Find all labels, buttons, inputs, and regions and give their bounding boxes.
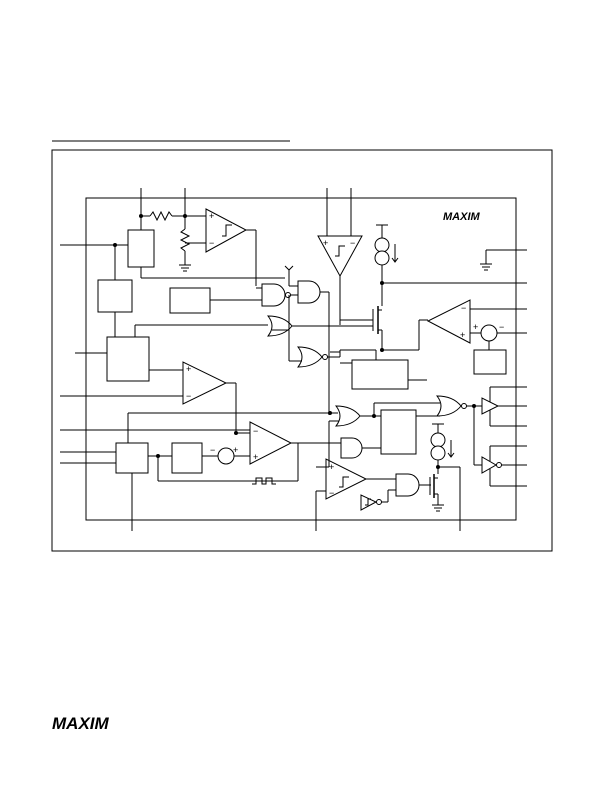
or-gate-middle-lower [296,346,323,368]
resistor-horizontal [149,210,173,222]
or-gate-bottom [334,405,361,427]
current-source-bottom-b [430,445,446,461]
block-timer [169,287,211,314]
inverter-right-bottom [481,456,498,474]
amplifier-middle [182,361,228,405]
maxim-logo-bottom: MAXIM [52,714,110,733]
comparator-right [426,299,471,344]
voltage-source-bottom [217,447,235,465]
svg-text:−: − [253,426,258,436]
ground-symbol-right [480,263,492,271]
block-control [106,336,150,382]
block-regulator [127,229,155,268]
and-gate-bottom-right [395,473,420,497]
comparator-bottom [325,458,368,500]
svg-text:+: + [209,211,214,221]
svg-text:−: − [209,238,214,248]
block-latch [351,359,409,390]
or-gate-middle-top [266,315,293,337]
and-gate-bottom [340,437,363,459]
ground-symbol [179,264,191,272]
chip-outline [85,197,517,521]
pulse-train-icon [252,477,276,485]
resistor-vertical [179,228,191,252]
oscillator-comparator [249,421,293,465]
svg-text:−: − [186,391,191,401]
block-voltage-ref-right [473,349,507,375]
maxim-logo-top: MAXIM [443,211,481,223]
figure-border [51,149,553,552]
current-source-top-a [374,237,390,253]
nor-gate-right [435,395,462,417]
and-gate-top [297,280,321,304]
ground-symbol-bottom [432,504,444,512]
svg-text:+: + [329,462,334,472]
current-source-bottom-a [430,432,446,448]
comparator-vertical [317,235,363,278]
svg-text:+: + [253,452,258,462]
svg-text:−: − [461,303,466,313]
block-flipflop [380,409,417,455]
svg-text:−: − [329,488,334,498]
block-mux [115,442,149,474]
svg-text:+: + [473,322,478,332]
block-reference [97,279,133,313]
svg-text:−: − [350,238,355,248]
svg-text:+: + [460,330,465,340]
svg-text:+: + [233,445,238,455]
svg-text:+: + [323,238,328,248]
current-source-top-b [374,250,390,266]
nand-gate [261,283,286,307]
block-filter [171,442,203,474]
svg-text:−: − [499,322,504,332]
svg-text:+: + [186,364,191,374]
hysteresis-icon [222,224,232,237]
svg-text:−: − [210,445,215,455]
voltage-source-right [480,324,498,342]
